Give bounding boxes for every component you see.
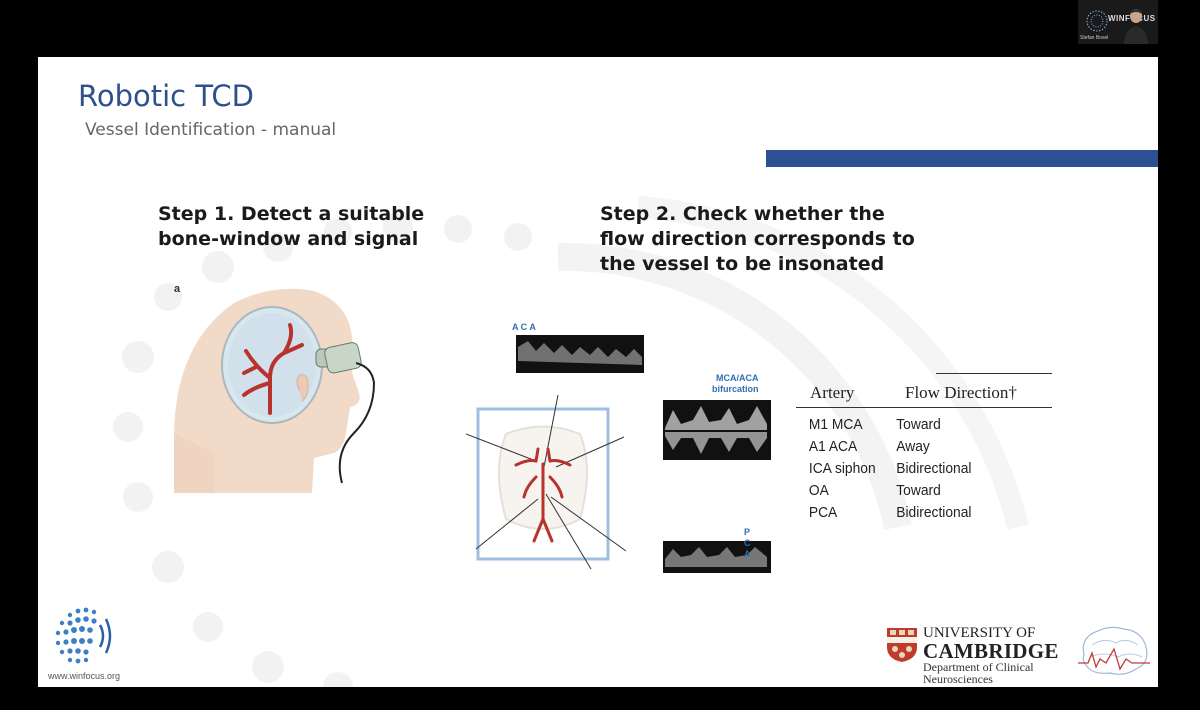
bifurcation-label-line2: bifurcation xyxy=(712,384,759,394)
table-row: M1 MCA Toward xyxy=(796,414,1032,436)
row-artery: OA xyxy=(808,482,829,499)
bifurcation-label-line1: MCA/ACA xyxy=(716,373,759,383)
head-with-ultrasound-probe-icon xyxy=(174,288,376,493)
row-direction: Away xyxy=(896,438,930,455)
circle-of-willis-icon xyxy=(466,394,627,570)
aca-waveform-icon xyxy=(516,335,644,373)
participant-video-thumbnail[interactable]: WINFOCUS Stefan Bosel xyxy=(1078,0,1158,44)
head-probe-illustration: a xyxy=(174,283,394,498)
row-artery: M1 MCA xyxy=(808,416,863,433)
presentation-slide: Robotic TCD Vessel Identification - manu… xyxy=(38,57,1158,687)
table-row: OA Toward xyxy=(796,480,1032,502)
background-watermark xyxy=(113,196,1029,687)
table-top-rule xyxy=(936,373,1052,374)
mca-aca-bifurcation-waveform-icon xyxy=(663,400,771,460)
participant-avatar xyxy=(1124,9,1148,44)
winfocus-url: www.winfocus.org xyxy=(48,671,121,681)
header-artery: Artery xyxy=(810,383,855,402)
table-header-rule xyxy=(796,407,1052,408)
cambridge-logo: UNIVERSITY OF CAMBRIDGE Department of Cl… xyxy=(886,625,1066,687)
step-1-heading: Step 1. Detect a suitable bone-window an… xyxy=(158,203,425,250)
pca-label: P C A xyxy=(744,527,751,559)
row-direction: Bidirectional xyxy=(896,460,972,477)
accent-bar xyxy=(766,150,1158,167)
table-row: A1 ACA Away xyxy=(796,436,1032,458)
flow-direction-table: Artery Flow Direction† M1 MCA Toward A1 A… xyxy=(796,373,1052,524)
figure-label: a xyxy=(174,283,181,295)
department-line1: Department of Clinical xyxy=(923,660,1034,674)
university-line2: CAMBRIDGE xyxy=(923,639,1059,663)
row-artery: A1 ACA xyxy=(808,438,858,455)
brain-physics-logo-icon xyxy=(1078,626,1150,675)
row-direction: Toward xyxy=(896,416,941,433)
cambridge-crest-icon xyxy=(887,628,917,662)
winfocus-small-logo-icon xyxy=(1086,10,1108,32)
slide-subtitle: Vessel Identification - manual xyxy=(85,120,337,140)
row-direction: Bidirectional xyxy=(896,504,972,521)
slide-title: Robotic TCD xyxy=(78,79,254,113)
table-row: PCA Bidirectional xyxy=(796,502,1032,524)
row-artery: ICA siphon xyxy=(808,460,876,477)
row-direction: Toward xyxy=(896,482,941,499)
winfocus-logo-icon xyxy=(55,607,112,664)
department-line2: Neurosciences xyxy=(923,672,993,686)
table-header: Artery Flow Direction† xyxy=(796,374,1052,407)
row-artery: PCA xyxy=(808,504,838,521)
header-flow-direction: Flow Direction† xyxy=(905,383,1017,402)
step-2-heading: Step 2. Check whether the flow direction… xyxy=(600,203,915,275)
participant-name: Stefan Bosel xyxy=(1080,35,1109,41)
table-row: ICA siphon Bidirectional xyxy=(796,458,1032,480)
pca-waveform-icon xyxy=(663,541,771,573)
aca-label: A C A xyxy=(512,322,536,332)
university-line1: UNIVERSITY OF xyxy=(923,625,1036,641)
